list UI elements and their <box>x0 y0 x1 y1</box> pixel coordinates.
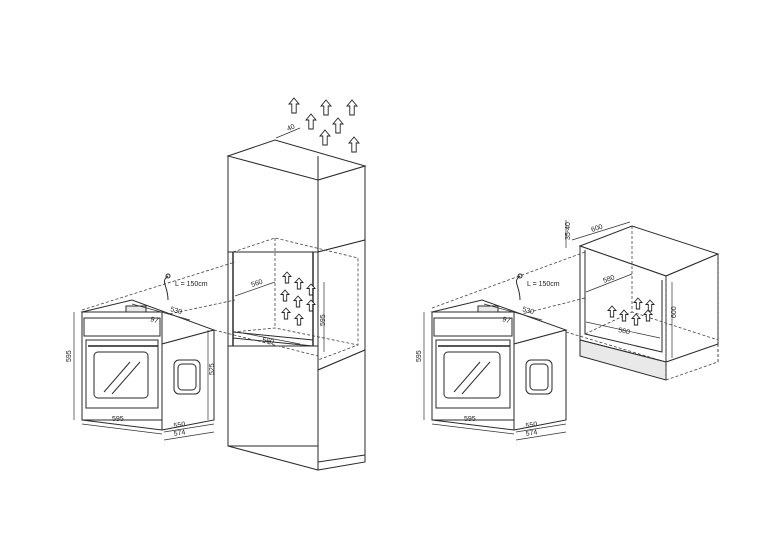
niche-depth-label: 580 <box>602 274 615 285</box>
oven-depth-label: 530 <box>169 306 182 316</box>
counter-dimensions: 35-40 600 580 560 600 <box>565 220 678 358</box>
niche-width-label: 560 <box>618 327 631 336</box>
cable-length-label: L = 150cm <box>175 281 208 288</box>
unit-depth-label: 600 <box>590 224 603 234</box>
oven-height-label: 595 <box>416 350 423 362</box>
oven-width-label: 595 <box>464 416 476 423</box>
oven-gap-label: 97 <box>149 316 159 325</box>
niche-height-label: 600 <box>671 306 678 318</box>
oven-right-dimensions: 595 595 530 97 550 574 <box>416 303 567 441</box>
oven-base-depth-b-label: 574 <box>525 429 538 438</box>
airflow-arrow-icon <box>305 113 317 130</box>
airflow-arrow-icon <box>288 97 300 114</box>
airflow-arrow-icon <box>346 99 358 116</box>
oven-left-dimensions: 595 595 530 97 525 550 574 <box>66 303 216 441</box>
gap-top-label: 35-40 <box>565 222 572 240</box>
oven-left <box>80 261 319 431</box>
cable-left: L = 150cm <box>163 273 208 301</box>
airflow-top <box>288 97 360 153</box>
airflow-arrow-icon <box>348 136 360 153</box>
oven-width-label: 595 <box>112 416 124 423</box>
oven-depth-label: 530 <box>521 306 534 316</box>
oven-right <box>430 251 667 431</box>
oven-base-depth-a-label: 550 <box>173 421 186 430</box>
oven-gap-label: 97 <box>501 316 511 325</box>
airflow-arrow-icon <box>320 99 332 116</box>
vent-top-label: 40 <box>286 123 296 132</box>
oven-base-depth-a-label: 550 <box>525 421 538 430</box>
cable-length-label: L = 150cm <box>527 281 560 288</box>
niche-depth-label: 560 <box>262 337 275 346</box>
counter-unit <box>578 225 720 381</box>
oven-height-label: 595 <box>66 350 73 362</box>
cabinet-dimensions: 40 560 560 595 <box>234 123 327 352</box>
airflow-arrow-icon <box>319 129 331 146</box>
oven-base-depth-b-label: 574 <box>173 429 186 438</box>
niche-width-label: 560 <box>250 279 263 289</box>
cable-right: L = 150cm <box>515 273 560 301</box>
tall-cabinet <box>226 139 367 471</box>
niche-height-label: 595 <box>320 314 327 326</box>
oven-side-height-label: 525 <box>209 363 216 375</box>
airflow-arrow-icon <box>332 117 344 134</box>
